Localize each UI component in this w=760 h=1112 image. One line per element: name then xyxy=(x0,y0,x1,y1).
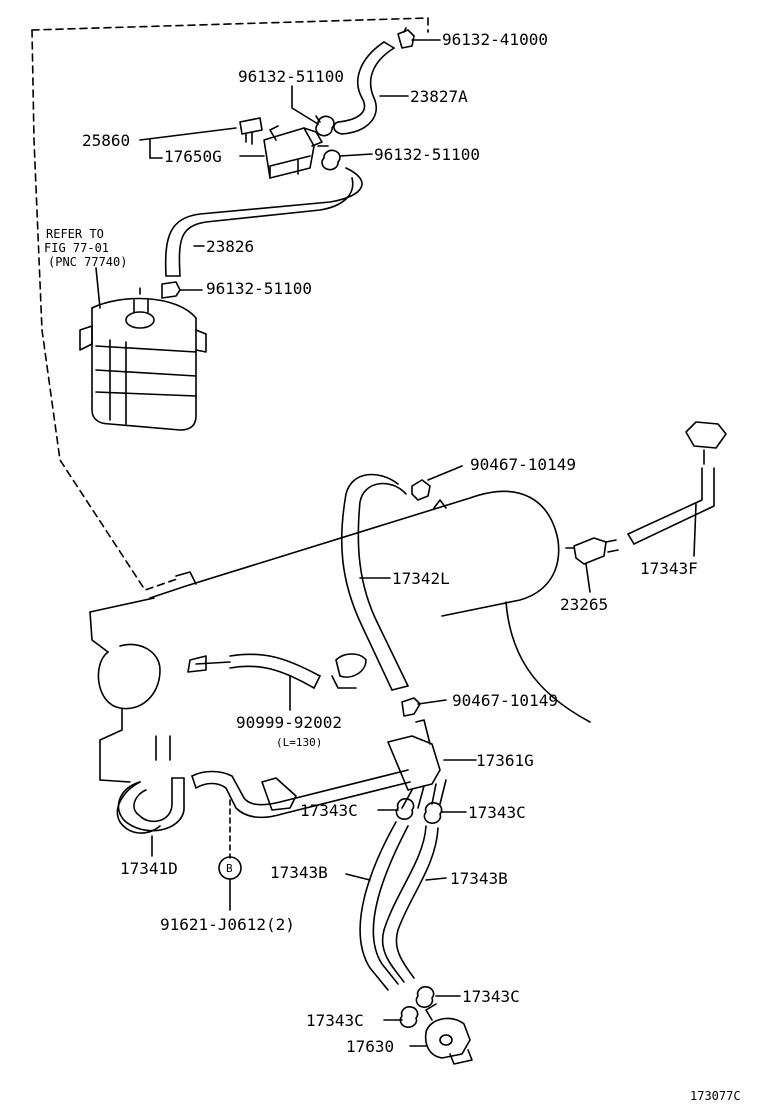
label-23826: 23826 xyxy=(206,237,254,256)
label-17343C-a: 17343C xyxy=(300,801,358,820)
label-refer-fig: FIG 77-01 xyxy=(44,241,109,255)
label-96132-51100-b: 96132-51100 xyxy=(374,145,480,164)
connector-96132-41000 xyxy=(397,27,415,49)
clip-90467-10149-a xyxy=(411,479,431,501)
hose-17341D xyxy=(116,777,185,834)
clip-90467-10149-b xyxy=(401,697,421,717)
clamp-17343C-a xyxy=(395,798,415,820)
engine-block xyxy=(89,490,591,783)
label-17343C-b: 17343C xyxy=(468,803,526,822)
figure-id: 173077C xyxy=(690,1089,741,1103)
connector-25860 xyxy=(239,117,263,145)
clamp-96132-51100-a xyxy=(315,115,335,137)
label-90467-10149-a: 90467-10149 xyxy=(470,455,576,474)
bolt-marker-circle xyxy=(218,856,242,880)
marker-b: B xyxy=(226,862,233,875)
vsv-17650G xyxy=(263,125,329,179)
label-17343B-a: 17343B xyxy=(270,863,328,882)
hose-17343F xyxy=(627,421,727,545)
label-refer-pnc: (PNC 77740) xyxy=(48,255,127,269)
label-90999-92002: 90999-92002 xyxy=(236,713,342,732)
clamp-96132-51100-b xyxy=(321,149,341,171)
dashed-boundary-left xyxy=(31,29,181,591)
hose-23827A xyxy=(333,41,395,135)
pipe-assembly-17361G xyxy=(191,719,447,819)
hose-17343B-left xyxy=(359,821,409,991)
label-17343B-b: 17343B xyxy=(450,869,508,888)
label-90467-10149-b: 90467-10149 xyxy=(452,691,558,710)
label-23265: 23265 xyxy=(560,595,608,614)
label-91621-J0612: 91621-J0612(2) xyxy=(160,915,295,934)
label-96132-41000: 96132-41000 xyxy=(442,30,548,49)
label-17343F: 17343F xyxy=(640,559,698,578)
label-17343C-c: 17343C xyxy=(462,987,520,1006)
label-96132-51100-a: 96132-51100 xyxy=(238,67,344,86)
hose-17343B-right xyxy=(381,825,439,983)
hose-23826 xyxy=(164,167,363,277)
fitting-96132-51100-c xyxy=(161,281,181,299)
label-17650G: 17650G xyxy=(164,147,222,166)
label-17630: 17630 xyxy=(346,1037,394,1056)
label-refer-to: REFER TO xyxy=(46,227,104,241)
label-17341D: 17341D xyxy=(120,859,178,878)
clamp-17343C-b xyxy=(423,802,443,824)
label-17361G: 17361G xyxy=(476,751,534,770)
label-17342L: 17342L xyxy=(392,569,450,588)
label-25860: 25860 xyxy=(82,131,130,150)
sensor-23265 xyxy=(565,537,619,565)
hose-17342L xyxy=(340,473,409,691)
label-96132-51100-c: 96132-51100 xyxy=(206,279,312,298)
vsv-17630 xyxy=(424,1003,473,1065)
label-l130: (L=130) xyxy=(276,736,322,749)
clamp-17343C-d xyxy=(399,1006,419,1028)
dashed-boundary xyxy=(31,17,429,33)
charcoal-canister xyxy=(79,287,207,431)
clamp-17343C-c xyxy=(415,986,435,1008)
hose-90999-92002 xyxy=(195,653,321,689)
label-17343C-d: 17343C xyxy=(306,1011,364,1030)
label-23827A: 23827A xyxy=(410,87,468,106)
